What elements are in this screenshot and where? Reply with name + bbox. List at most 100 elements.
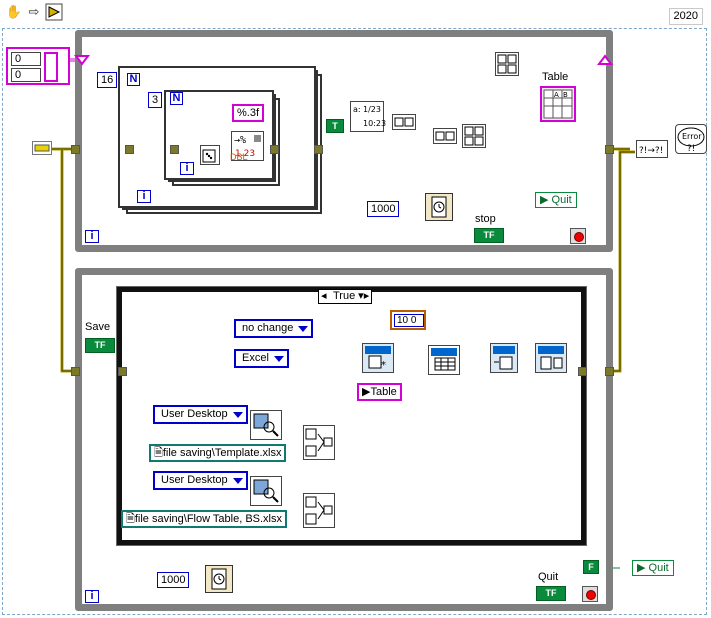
tunnel-err-inner-for-out <box>270 145 279 154</box>
array-index-box <box>44 52 58 82</box>
top-wait-ms-icon[interactable] <box>425 193 453 221</box>
inner-iteration: i <box>180 162 194 175</box>
table-label: Table <box>542 71 569 83</box>
path-const-2-text: file saving\Flow Table, BS.xlsx <box>134 513 282 525</box>
format-string-const[interactable]: %.3f <box>232 104 265 122</box>
svg-text:→%: →% <box>234 135 246 146</box>
case-dropdown-icon[interactable]: ▾▸ <box>358 290 370 302</box>
conflict-enum-text: no change <box>242 322 294 334</box>
path-const-1-text: file saving\Template.xlsx <box>162 447 282 459</box>
folder-enum-2-text: User Desktop <box>161 474 228 486</box>
save-report-node[interactable] <box>490 343 518 373</box>
hand-icon[interactable]: ✋ <box>5 4 23 19</box>
outer-count-const[interactable]: 16 <box>97 72 118 88</box>
stop-terminal[interactable]: TF <box>474 228 504 243</box>
tunnel-err-outer-for-out <box>314 145 323 154</box>
save-label: Save <box>85 321 111 333</box>
path-const-2[interactable]: 🗎file saving\Flow Table, BS.xlsx <box>121 510 287 528</box>
svg-text:Error: Error <box>682 132 702 141</box>
bottom-wait-ms-icon[interactable] <box>205 565 233 593</box>
quit-terminal[interactable]: TF <box>536 586 566 601</box>
array-element-0[interactable]: 0 <box>11 52 41 66</box>
simple-error-handler-node[interactable]: Error?! <box>675 124 707 154</box>
bottom-loop-stop-condition[interactable] <box>582 586 598 602</box>
case-prev-icon[interactable]: ◂ <box>321 290 327 302</box>
outer-iteration: i <box>137 190 151 203</box>
tunnel-err-outer-for <box>125 145 134 154</box>
true-const[interactable]: T <box>326 119 344 133</box>
build-array-node-2[interactable] <box>433 128 457 144</box>
save-terminal[interactable]: TF <box>85 338 115 353</box>
location-const[interactable]: 10 0 <box>390 310 426 330</box>
dbl-unit: DBL <box>230 152 248 162</box>
tunnel-err-in-bottom <box>71 367 80 376</box>
array-control[interactable]: 0 0 <box>6 47 70 85</box>
top-loop-iteration: i <box>85 230 99 243</box>
svg-text:?!: ?! <box>687 144 695 154</box>
quit-local-bottom-text: Quit <box>648 562 669 574</box>
tunnel-err-out-bottom <box>605 367 614 376</box>
tunnel-err-case-in <box>118 367 127 376</box>
excel-easy-table-node[interactable] <box>428 345 460 375</box>
table-ref-text: Table <box>370 386 397 398</box>
svg-text:?!→?!: ?!→?! <box>639 146 663 156</box>
conflict-enum[interactable]: no change <box>234 319 314 338</box>
bottom-loop-iteration: i <box>85 590 99 603</box>
arrow-right-icon[interactable]: ⇨ <box>28 4 40 19</box>
outer-n-terminal: N <box>127 73 140 86</box>
svg-text:a:: a: <box>353 105 361 114</box>
shift-register-left <box>74 55 90 66</box>
folder-enum-2[interactable]: User Desktop <box>153 471 248 490</box>
array-element-1[interactable]: 0 <box>11 68 41 82</box>
tunnel-err-in-top <box>71 145 80 154</box>
timestamp-node[interactable]: a:1/23 10:23 <box>350 101 386 132</box>
false-const[interactable]: F <box>583 560 599 574</box>
merge-errors-node[interactable]: ?!→?! <box>636 140 668 158</box>
version-badge: 2020 <box>668 8 703 25</box>
quit-local-bottom[interactable]: ▶ Quit <box>632 560 674 576</box>
folder-enum-1[interactable]: User Desktop <box>153 405 248 424</box>
quit-local-top-text: Quit <box>551 194 572 206</box>
svg-text:10:23: 10:23 <box>363 119 386 128</box>
quit-label: Quit <box>538 571 559 583</box>
svg-text:1/23: 1/23 <box>363 105 381 114</box>
get-system-dir-node-1[interactable] <box>250 410 282 440</box>
case-selector[interactable]: ◂ True ▾▸ <box>318 289 373 304</box>
build-path-node-1[interactable] <box>303 425 335 460</box>
file-type-enum[interactable]: Excel <box>234 349 289 368</box>
tunnel-err-case-out <box>578 367 587 376</box>
folder-enum-1-text: User Desktop <box>161 408 228 420</box>
quit-local-top[interactable]: ▶ Quit <box>535 192 577 208</box>
insert-into-array-node[interactable] <box>462 124 486 148</box>
tunnel-err-inner-for <box>170 145 179 154</box>
svg-text:B: B <box>563 91 568 99</box>
block-diagram <box>2 28 707 615</box>
get-system-dir-node-2[interactable] <box>250 476 282 506</box>
shift-register-right <box>597 54 613 65</box>
inner-count-const[interactable]: 3 <box>148 92 163 108</box>
svg-text:1.23: 1.23 <box>235 149 255 159</box>
location-const-text: 10 0 <box>394 314 424 327</box>
create-report-node[interactable]: * <box>362 343 394 373</box>
stop-label: stop <box>475 213 496 225</box>
file-type-enum-text: Excel <box>242 352 269 364</box>
build-path-node-2[interactable] <box>303 493 335 528</box>
array-concat-node[interactable] <box>495 52 519 76</box>
run-icon[interactable] <box>45 3 63 21</box>
error-cluster-icon[interactable] <box>32 141 52 155</box>
top-loop-stop-condition[interactable] <box>570 228 586 244</box>
inner-n-terminal: N <box>170 92 183 105</box>
build-array-node-1[interactable] <box>392 114 416 130</box>
path-const-1[interactable]: 🗎file saving\Template.xlsx <box>149 444 287 462</box>
tunnel-err-out-top <box>605 145 614 154</box>
case-selector-value: True <box>333 290 356 302</box>
dispose-report-node[interactable] <box>535 343 567 373</box>
format-into-string-node[interactable]: →% 1.23 <box>231 131 264 161</box>
top-wait-const[interactable]: 1000 <box>367 201 400 217</box>
svg-text:A: A <box>554 91 559 99</box>
random-number-node[interactable] <box>200 145 220 165</box>
table-ref-const[interactable]: ▶Table <box>357 383 402 401</box>
svg-text:*: * <box>381 360 386 371</box>
bottom-wait-const[interactable]: 1000 <box>157 572 190 588</box>
